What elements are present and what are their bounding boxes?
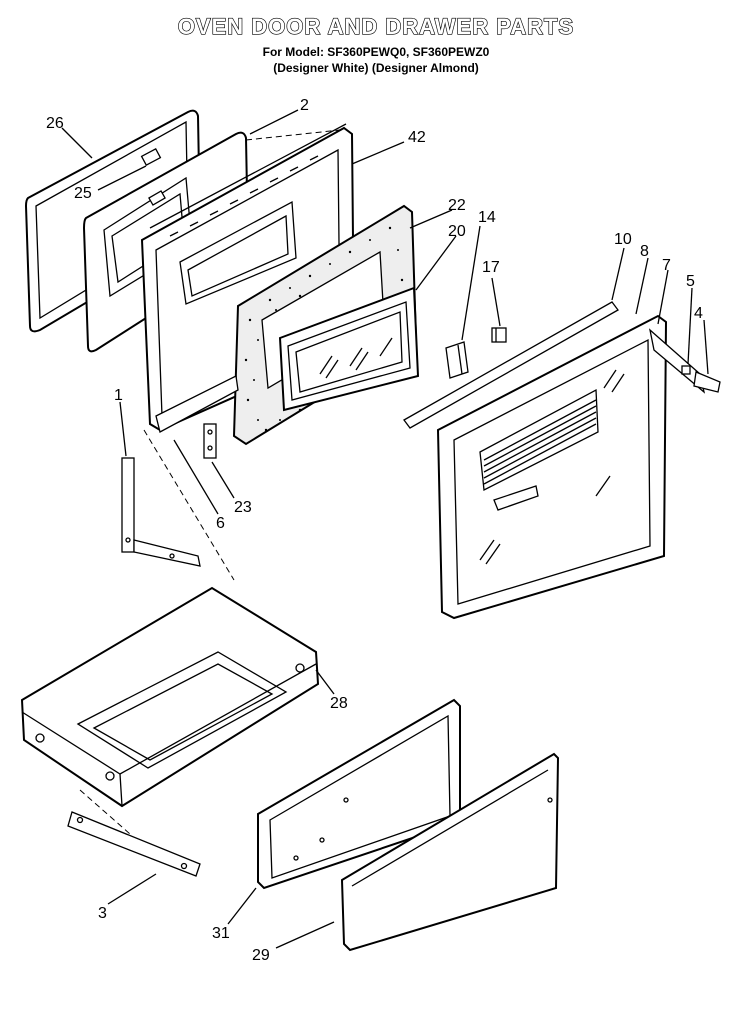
variant-line: (Designer White) (Designer Almond): [273, 61, 479, 75]
callout-29: 29: [252, 947, 270, 964]
part-17-spacer: [491, 327, 507, 343]
callout-8: 8: [640, 243, 649, 260]
callout-17: 17: [482, 259, 500, 276]
callout-1: 1: [114, 387, 123, 404]
callout-14: 14: [478, 209, 496, 226]
part-10-trim-strip: [403, 301, 619, 429]
callout-28: 28: [330, 695, 348, 712]
part-4-handle-bar: [693, 371, 721, 393]
leader-lines: [61, 109, 709, 949]
callout-25: 25: [74, 185, 92, 202]
part-5-screw: [681, 365, 691, 375]
part-28-drawer-body: [20, 586, 320, 808]
part-3-drawer-slide: [67, 789, 201, 877]
part-6-door-trim: [155, 375, 239, 433]
callout-3: 3: [98, 905, 107, 922]
part-1-hinge: [121, 429, 235, 581]
callout-4: 4: [694, 305, 703, 322]
part-29-drawer-front: [340, 752, 560, 952]
callout-7: 7: [662, 257, 671, 274]
part-25-clip: [140, 147, 162, 167]
part-23-hinge-bracket: [203, 423, 217, 459]
callout-22: 22: [448, 197, 466, 214]
part-14-bracket: [445, 341, 469, 379]
callout-10: 10: [614, 231, 632, 248]
callout-42: 42: [408, 129, 426, 146]
callout-5: 5: [686, 273, 695, 290]
callout-31: 31: [212, 925, 230, 942]
callout-6: 6: [216, 515, 225, 532]
model-line: For Model: SF360PEWQ0, SF360PEWZ0: [262, 45, 490, 59]
callout-23: 23: [234, 499, 252, 516]
callout-26: 26: [46, 115, 64, 132]
part-8-outer-door: [436, 314, 668, 620]
callout-20: 20: [448, 223, 466, 240]
part-20-window-glass: [278, 286, 420, 412]
page-title: OVEN DOOR AND DRAWER PARTS: [177, 13, 575, 39]
callout-2: 2: [300, 97, 309, 114]
part-7-handle: [648, 328, 706, 394]
door-liner-slots: [169, 155, 319, 237]
vent-lines: [483, 399, 597, 485]
